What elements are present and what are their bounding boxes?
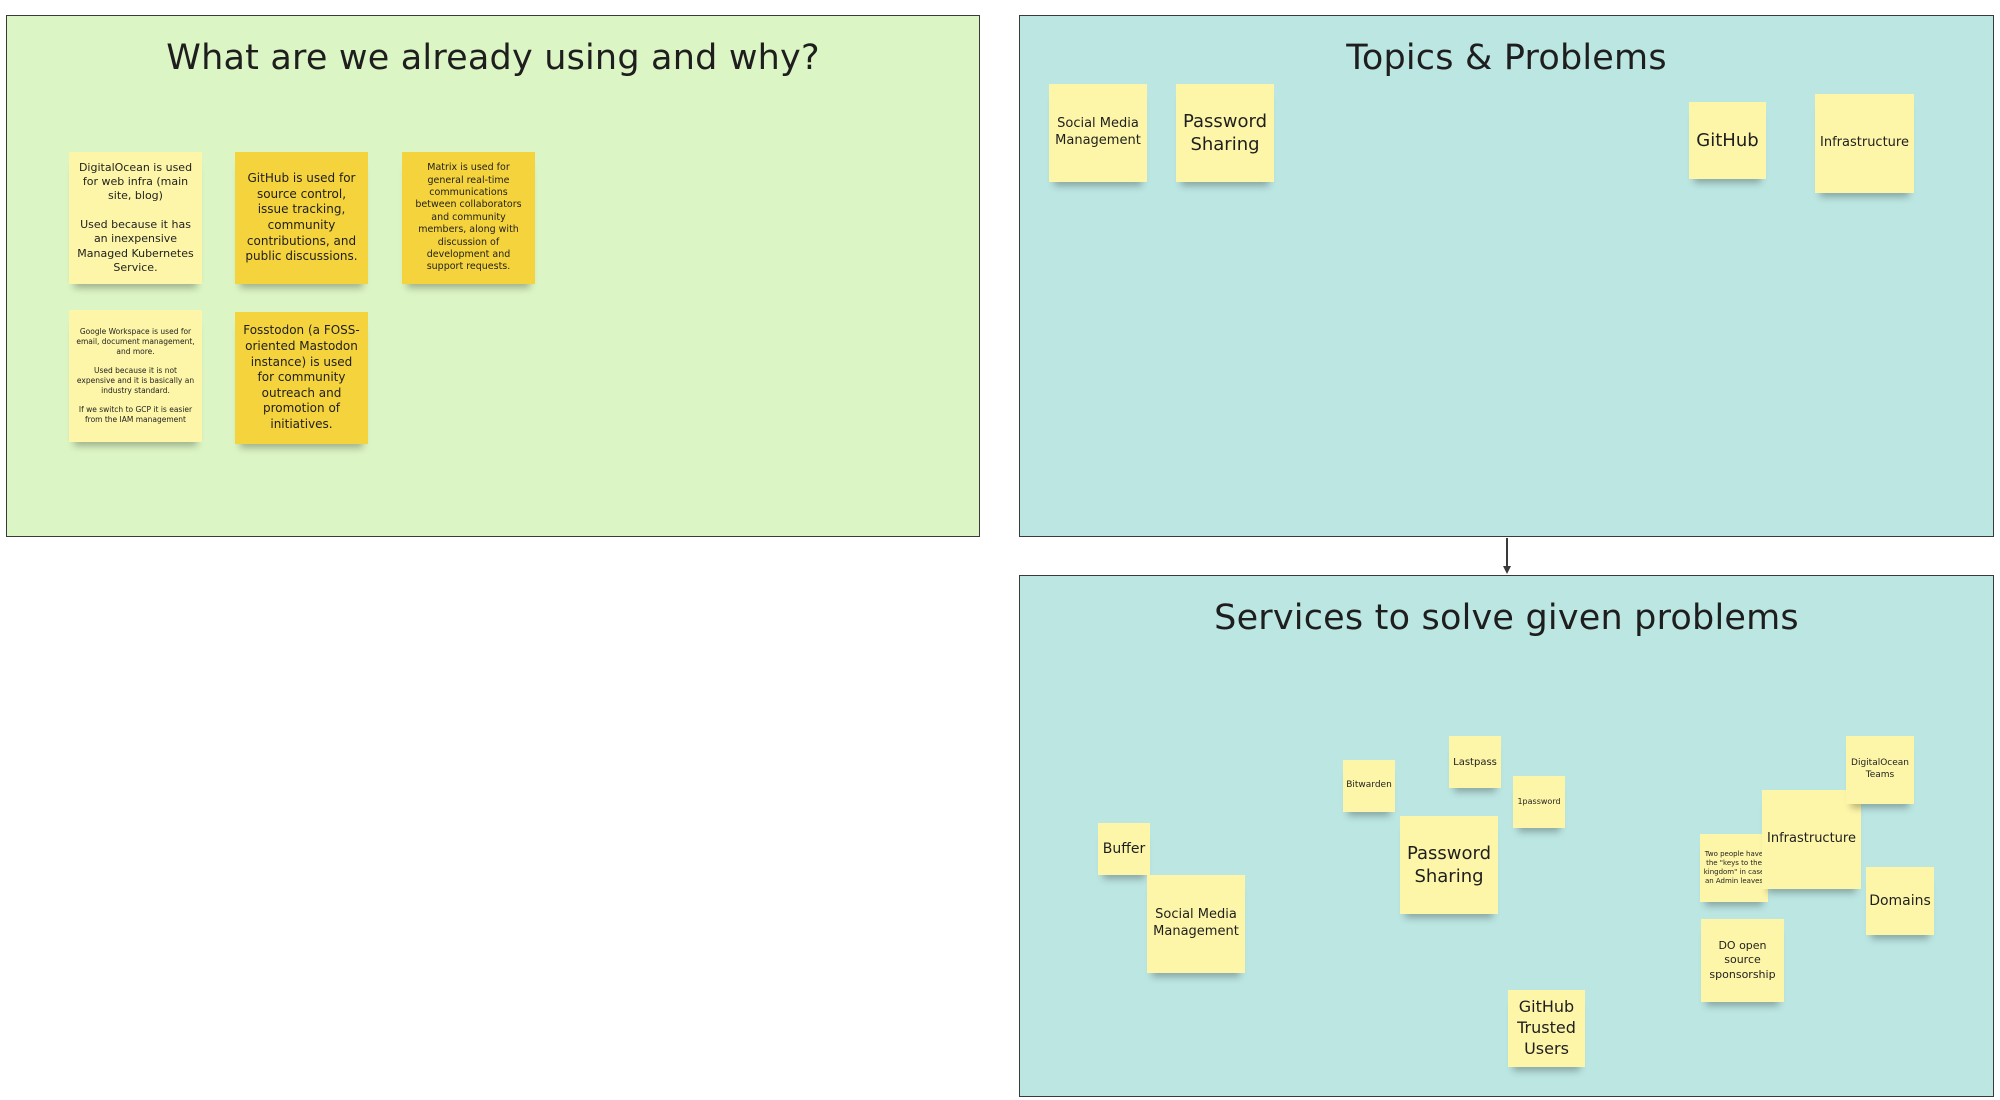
sticky-note-lastpass[interactable]: Lastpass	[1449, 736, 1501, 788]
connector-line	[1506, 538, 1508, 568]
frame-title: Topics & Problems	[1346, 38, 1667, 78]
frame-services[interactable]: Services to solve given problems Buffer …	[1019, 575, 1994, 1097]
frame-existing-tools[interactable]: What are we already using and why? Digit…	[6, 15, 980, 537]
sticky-note-github[interactable]: GitHub	[1689, 102, 1766, 179]
sticky-note-infrastructure[interactable]: Infrastructure	[1762, 790, 1861, 889]
sticky-note-password-sharing[interactable]: Password Sharing	[1400, 816, 1498, 914]
sticky-note-two-people-keys[interactable]: Two people have the "keys to the kingdom…	[1700, 834, 1768, 902]
sticky-note-infrastructure[interactable]: Infrastructure	[1815, 94, 1914, 193]
sticky-note-github-trusted-users[interactable]: GitHub Trusted Users	[1508, 990, 1585, 1067]
sticky-note-digitalocean[interactable]: DigitalOcean is used for web infra (main…	[69, 152, 202, 284]
sticky-note-github-usage[interactable]: GitHub is used for source control, issue…	[235, 152, 368, 284]
sticky-note-1password[interactable]: 1password	[1513, 776, 1565, 828]
sticky-note-bitwarden[interactable]: Bitwarden	[1343, 760, 1395, 812]
sticky-note-fosstodon[interactable]: Fosstodon (a FOSS-oriented Mastodon inst…	[235, 312, 368, 444]
sticky-note-google-workspace[interactable]: Google Workspace is used for email, docu…	[69, 310, 202, 442]
sticky-note-matrix[interactable]: Matrix is used for general real-time com…	[402, 152, 535, 284]
sticky-note-do-sponsorship[interactable]: DO open source sponsorship	[1701, 919, 1784, 1002]
frame-title: What are we already using and why?	[166, 38, 820, 78]
frame-topics-problems[interactable]: Topics & Problems Social Media Managemen…	[1019, 15, 1994, 537]
sticky-note-social-media[interactable]: Social Media Management	[1147, 875, 1245, 973]
sticky-note-buffer[interactable]: Buffer	[1098, 823, 1150, 875]
sticky-note-password-sharing[interactable]: Password Sharing	[1176, 84, 1274, 182]
sticky-note-social-media[interactable]: Social Media Management	[1049, 84, 1147, 182]
sticky-note-digitalocean-teams[interactable]: DigitalOcean Teams	[1846, 736, 1914, 804]
sticky-note-domains[interactable]: Domains	[1866, 867, 1934, 935]
frame-title: Services to solve given problems	[1214, 598, 1799, 638]
connector-arrowhead	[1503, 566, 1511, 574]
